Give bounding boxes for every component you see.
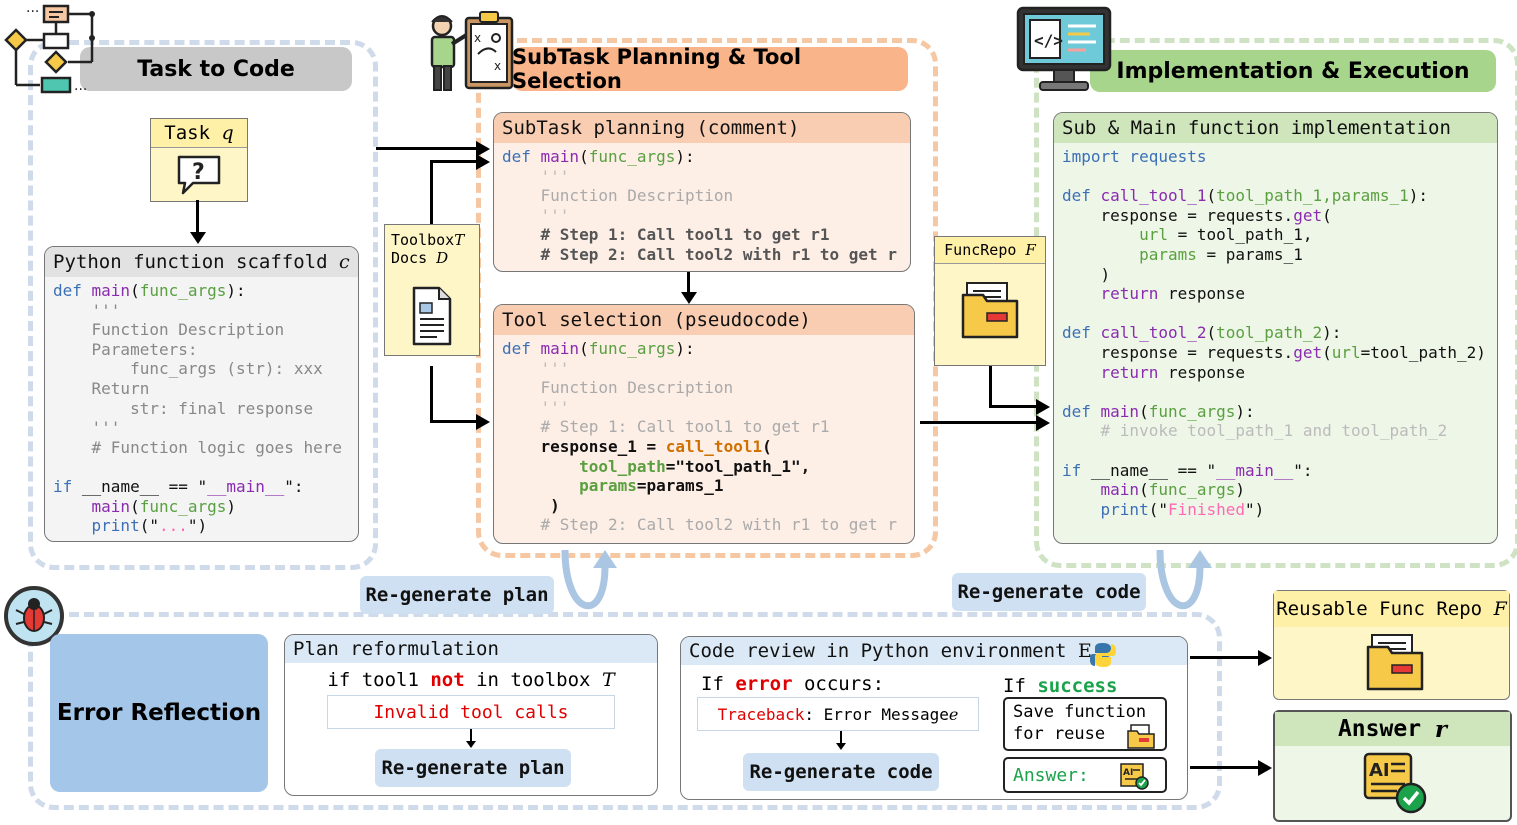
task-to-code-title: Task to Code <box>80 47 352 91</box>
subtask-planning-panel: SubTask planning (comment) def main(func… <box>493 112 911 272</box>
docs-label: Docs <box>391 249 428 267</box>
plan-condition: if tool1 not in toolbox T <box>327 669 615 691</box>
bug-magnifier-icon <box>4 586 87 669</box>
question-bubble-icon: ? <box>177 155 221 195</box>
regen-code-label: Re-generate code <box>952 573 1146 611</box>
implementation-panel: Sub & Main function implementation impor… <box>1053 112 1498 544</box>
arrow-task-to-scaffold <box>196 200 199 236</box>
tool-selection-header: Tool selection (pseudocode) <box>494 305 914 335</box>
task-symbol: q <box>221 122 234 144</box>
arrowhead <box>681 292 697 304</box>
scaffold-code: def main(func_args): ''' Function Descri… <box>53 281 342 536</box>
arrow-funcrepo-down <box>989 366 992 408</box>
svg-text:AI: AI <box>1123 768 1133 778</box>
arrowhead <box>466 741 476 748</box>
arrow-toolbox-down <box>430 366 433 422</box>
task-label: Task <box>164 122 211 144</box>
arrow-planning-to-selection <box>687 272 690 296</box>
funcrepo-symbol: F <box>1025 241 1036 259</box>
arrowhead <box>1258 650 1272 666</box>
traceback-box: Traceback: Error Message e <box>697 697 979 731</box>
computer-code-icon: </> <box>1016 6 1112 91</box>
arrow-toolbox-to-selection <box>430 420 480 423</box>
invalid-tool-calls-box: Invalid tool calls <box>327 695 615 729</box>
answer-symbol: r <box>1434 715 1448 743</box>
reusable-repo-symbol: F <box>1493 598 1507 620</box>
arrowhead <box>1258 760 1272 776</box>
implementation-header: Sub & Main function implementation <box>1054 113 1497 143</box>
arrowhead <box>476 141 490 157</box>
plan-reformulation-panel: Plan reformulation if tool1 not in toolb… <box>284 634 658 796</box>
success-condition: If success <box>1003 675 1118 697</box>
code-regen-button[interactable]: Re-generate code <box>743 753 939 791</box>
subtask-planning-code: def main(func_args): ''' Function Descri… <box>502 147 897 264</box>
funcrepo-label: FuncRepo <box>944 241 1017 259</box>
arrowhead <box>476 154 490 170</box>
svg-text:x: x <box>474 31 481 45</box>
docs-symbol: D <box>436 249 449 267</box>
answer-small-box: Answer: AI <box>1003 757 1167 793</box>
arrowhead <box>1036 415 1050 431</box>
svg-text:AI: AI <box>1369 760 1390 781</box>
scaffold-title: Python function scaffold <box>53 251 328 273</box>
regen-plan-label: Re-generate plan <box>360 576 554 614</box>
arrow-to-reusable-repo <box>1190 656 1262 659</box>
arrow-toolbox-up <box>430 160 433 224</box>
code-review-header: Code review in Python environment E <box>681 637 1187 667</box>
answer-doc-small-icon: AI <box>1120 763 1149 790</box>
reusable-repo-box: Reusable Func Repo F <box>1273 590 1510 700</box>
svg-text:x: x <box>494 59 501 73</box>
plan-regen-button[interactable]: Re-generate plan <box>375 749 571 787</box>
arrow-to-answer <box>1190 766 1262 769</box>
reusable-repo-label: Reusable Func Repo <box>1276 598 1483 620</box>
tool-selection-code: def main(func_args): ''' Function Descri… <box>502 339 897 535</box>
arrow-funcrepo-to-impl <box>989 405 1039 408</box>
flowchart-icon: ... ... <box>4 0 95 94</box>
toolbox-symbol: T <box>454 231 465 249</box>
regen-plan-loop-arrow <box>561 549 617 610</box>
task-to-code-region <box>28 40 378 570</box>
folder-icon <box>961 282 1019 339</box>
code-review-panel: Code review in Python environment E If e… <box>680 636 1188 800</box>
arrow-invalid-to-regen <box>470 729 472 743</box>
arrowhead <box>1036 399 1050 415</box>
subtask-planning-header: SubTask planning (comment) <box>494 113 910 143</box>
svg-text:...: ... <box>74 78 87 94</box>
toolbox-docs-note: ToolboxT Docs D <box>384 224 480 356</box>
error-condition: If error occurs: <box>701 673 885 695</box>
document-icon <box>412 286 452 346</box>
error-reflection-region <box>28 612 1222 810</box>
folder-small-icon <box>1127 724 1155 749</box>
error-reflection-title: Error Reflection <box>50 634 268 792</box>
implementation-title: Implementation & Execution <box>1090 50 1496 92</box>
arrow-traceback-to-regen <box>840 731 842 745</box>
tool-selection-panel: Tool selection (pseudocode) def main(fun… <box>493 304 915 544</box>
arrowhead <box>476 414 490 430</box>
svg-text:...: ... <box>26 0 39 16</box>
regen-code-loop-arrow <box>1156 549 1212 610</box>
arrowhead <box>836 743 846 750</box>
planning-board-icon: x x <box>430 11 514 91</box>
folder-icon <box>1366 634 1424 691</box>
arrow-toolbox-to-planning <box>430 160 480 163</box>
plan-reformulation-header: Plan reformulation <box>285 635 657 663</box>
arrow-task-to-planning <box>376 147 480 150</box>
implementation-code: import requests def call_tool_1(tool_pat… <box>1062 147 1486 519</box>
answer-doc-icon: AI <box>1363 752 1427 814</box>
scaffold-symbol: c <box>339 251 350 273</box>
svg-text:?: ? <box>192 160 205 185</box>
answer-label: Answer <box>1337 716 1422 742</box>
toolbox-label: Toolbox <box>391 231 455 249</box>
scaffold-panel: Python function scaffold c def main(func… <box>44 246 359 542</box>
scaffold-header: Python function scaffold c <box>45 247 358 277</box>
funcrepo-note: FuncRepo F <box>934 236 1046 366</box>
arrow-selection-to-impl <box>920 421 1040 424</box>
python-logo-icon <box>1090 643 1116 667</box>
svg-text:</>: </> <box>1034 31 1063 50</box>
arrowhead <box>190 232 206 244</box>
task-note: Task q ? <box>150 118 248 202</box>
planning-title: SubTask Planning & Tool Selection <box>512 45 908 93</box>
answer-box: Answer r AI <box>1273 710 1512 822</box>
